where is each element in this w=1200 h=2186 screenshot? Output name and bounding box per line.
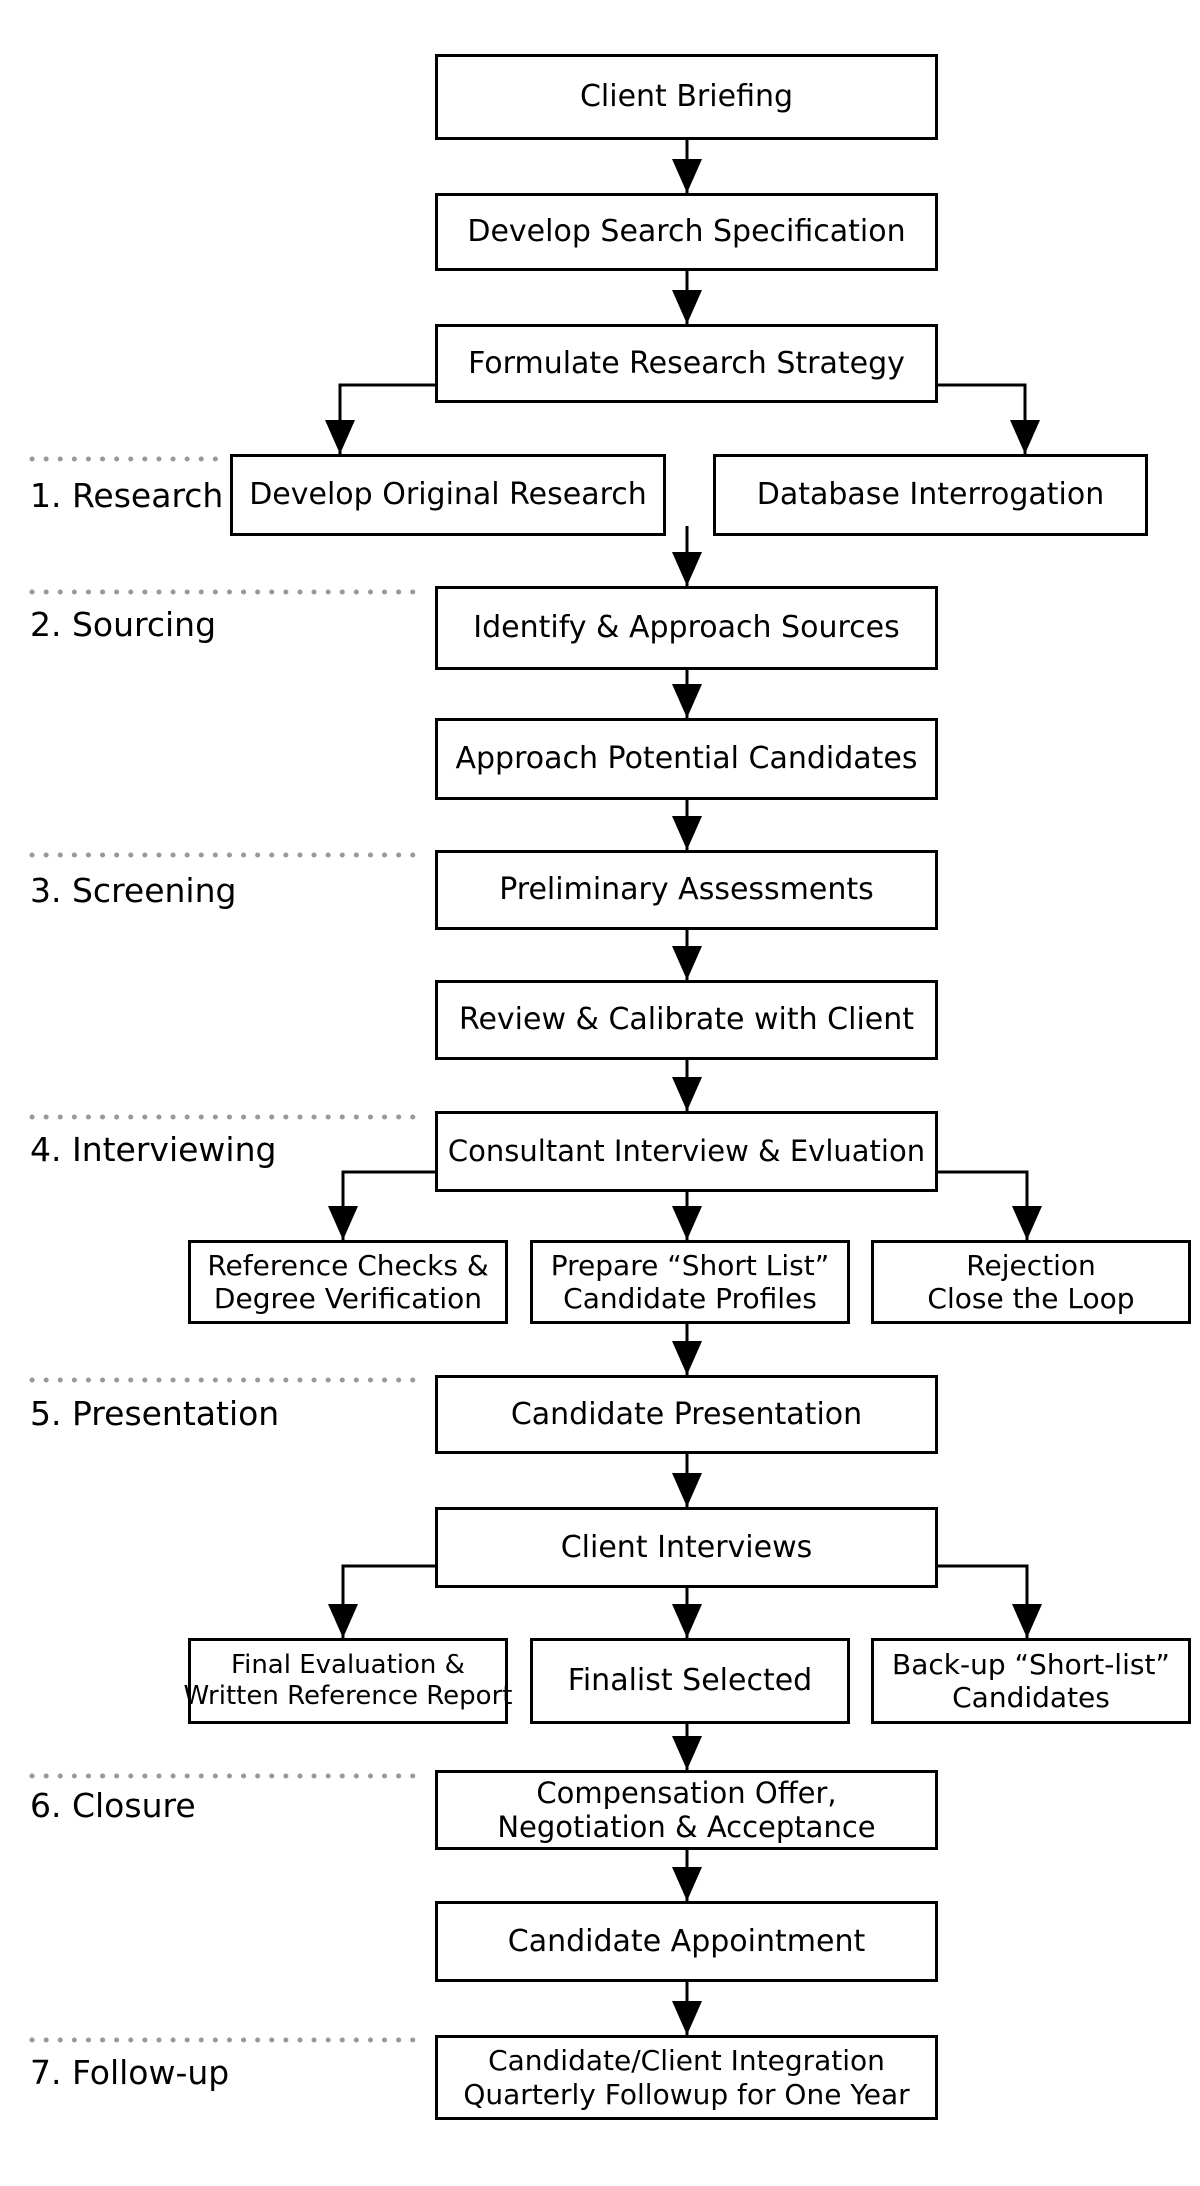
step-label: Review & Calibrate with Client bbox=[458, 1002, 915, 1038]
step-label-line-1: Reference Checks & bbox=[207, 1248, 489, 1282]
step-label-line-1: Back-up “Short-list” bbox=[892, 1647, 1170, 1681]
step-label: Finalist Selected bbox=[567, 1663, 813, 1699]
stage-label-closure: 6. Closure bbox=[30, 1786, 196, 1825]
step-label-line-1: Candidate/Client Integration bbox=[488, 2044, 885, 2078]
step-label-line-2: Candidate Profiles bbox=[563, 1282, 817, 1315]
arrow-client-interviews-to-evaluation bbox=[328, 1564, 435, 1638]
stage-label-research: 1. Research bbox=[30, 476, 224, 515]
step-approach-potential-candidates: Approach Potential Candidates bbox=[435, 718, 938, 800]
step-develop-search-specification: Develop Search Specification bbox=[435, 193, 938, 271]
step-develop-original-research: Develop Original Research bbox=[230, 454, 666, 536]
step-client-interviews: Client Interviews bbox=[435, 1507, 938, 1588]
step-label: Develop Search Specification bbox=[467, 214, 906, 250]
step-consultant-interview-evaluation: Consultant Interview & Evluation bbox=[435, 1111, 938, 1192]
step-database-interrogation: Database Interrogation bbox=[713, 454, 1148, 536]
arrow-interview-to-references bbox=[328, 1170, 435, 1240]
stage-label-interviewing: 4. Interviewing bbox=[30, 1130, 277, 1169]
step-label: Client Interviews bbox=[560, 1529, 813, 1565]
step-review-calibrate-with-client: Review & Calibrate with Client bbox=[435, 980, 938, 1060]
stage-label-sourcing: 2. Sourcing bbox=[30, 605, 217, 644]
step-label: Client Briefing bbox=[579, 79, 794, 115]
step-client-briefing: Client Briefing bbox=[435, 54, 938, 140]
step-backup-short-list: Back-up “Short-list” Candidates bbox=[871, 1638, 1191, 1724]
step-candidate-appointment: Candidate Appointment bbox=[435, 1901, 938, 1982]
step-label: Develop Original Research bbox=[249, 477, 647, 513]
step-label-line-2: Written Reference Report bbox=[183, 1681, 513, 1711]
step-label: Approach Potential Candidates bbox=[455, 741, 918, 777]
step-label-line-2: Negotiation & Acceptance bbox=[497, 1810, 876, 1844]
step-reference-checks: Reference Checks & Degree Verification bbox=[188, 1240, 508, 1324]
step-compensation-offer: Compensation Offer, Negotiation & Accept… bbox=[435, 1770, 938, 1850]
step-label-line-2: Candidates bbox=[952, 1681, 1110, 1714]
step-label-line-1: Prepare “Short List” bbox=[550, 1248, 830, 1282]
arrow-client-interviews-to-backup bbox=[938, 1564, 1042, 1638]
stage-label-follow-up: 7. Follow-up bbox=[30, 2053, 230, 2092]
step-preliminary-assessments: Preliminary Assessments bbox=[435, 850, 938, 930]
step-identify-approach-sources: Identify & Approach Sources bbox=[435, 586, 938, 670]
step-final-evaluation: Final Evaluation & Written Reference Rep… bbox=[184, 1638, 512, 1724]
arrow-interview-to-rejection bbox=[938, 1170, 1042, 1240]
step-label-line-1: Rejection bbox=[966, 1248, 1096, 1282]
step-label: Formulate Research Strategy bbox=[468, 345, 905, 381]
step-label-line-2: Quarterly Followup for One Year bbox=[463, 2077, 910, 2111]
arrow-strategy-to-database bbox=[938, 383, 1040, 454]
step-label: Consultant Interview & Evluation bbox=[447, 1134, 926, 1169]
step-formulate-research-strategy: Formulate Research Strategy bbox=[435, 324, 938, 403]
step-label-line-1: Final Evaluation & bbox=[231, 1650, 465, 1681]
step-label: Database Interrogation bbox=[756, 477, 1105, 513]
stage-label-presentation: 5. Presentation bbox=[30, 1394, 280, 1433]
stage-label-screening: 3. Screening bbox=[30, 871, 237, 910]
step-label-line-1: Compensation Offer, bbox=[536, 1775, 837, 1810]
step-label-line-2: Close the Loop bbox=[927, 1282, 1135, 1315]
step-candidate-presentation: Candidate Presentation bbox=[435, 1375, 938, 1454]
step-finalist-selected: Finalist Selected bbox=[530, 1638, 850, 1724]
arrow-strategy-to-original bbox=[325, 383, 435, 454]
step-label: Preliminary Assessments bbox=[499, 872, 874, 908]
step-label-line-2: Degree Verification bbox=[213, 1282, 483, 1315]
step-label: Candidate Presentation bbox=[510, 1396, 863, 1432]
step-label: Identify & Approach Sources bbox=[473, 610, 900, 646]
step-candidate-client-integration: Candidate/Client Integration Quarterly F… bbox=[435, 2035, 938, 2120]
step-prepare-short-list: Prepare “Short List” Candidate Profiles bbox=[530, 1240, 850, 1324]
step-rejection: Rejection Close the Loop bbox=[871, 1240, 1191, 1324]
step-label: Candidate Appointment bbox=[507, 1923, 866, 1959]
